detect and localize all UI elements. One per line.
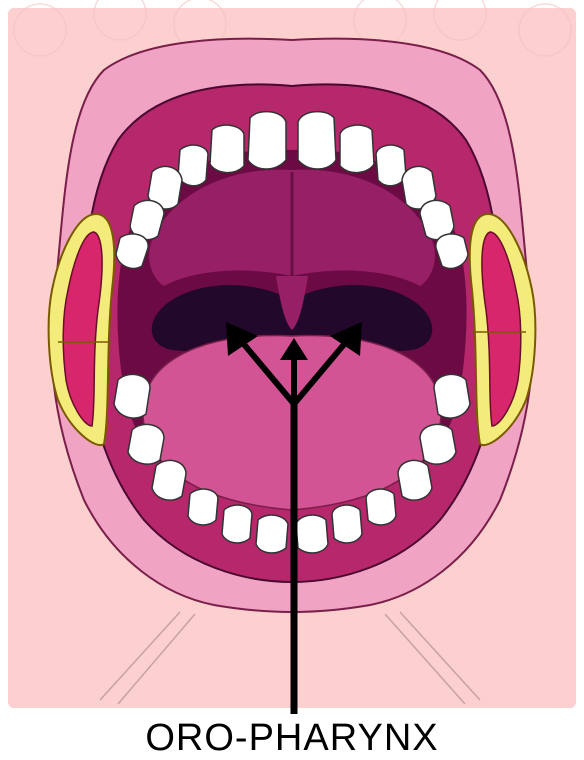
oropharynx-label: ORO-PHARYNX [0, 716, 584, 760]
